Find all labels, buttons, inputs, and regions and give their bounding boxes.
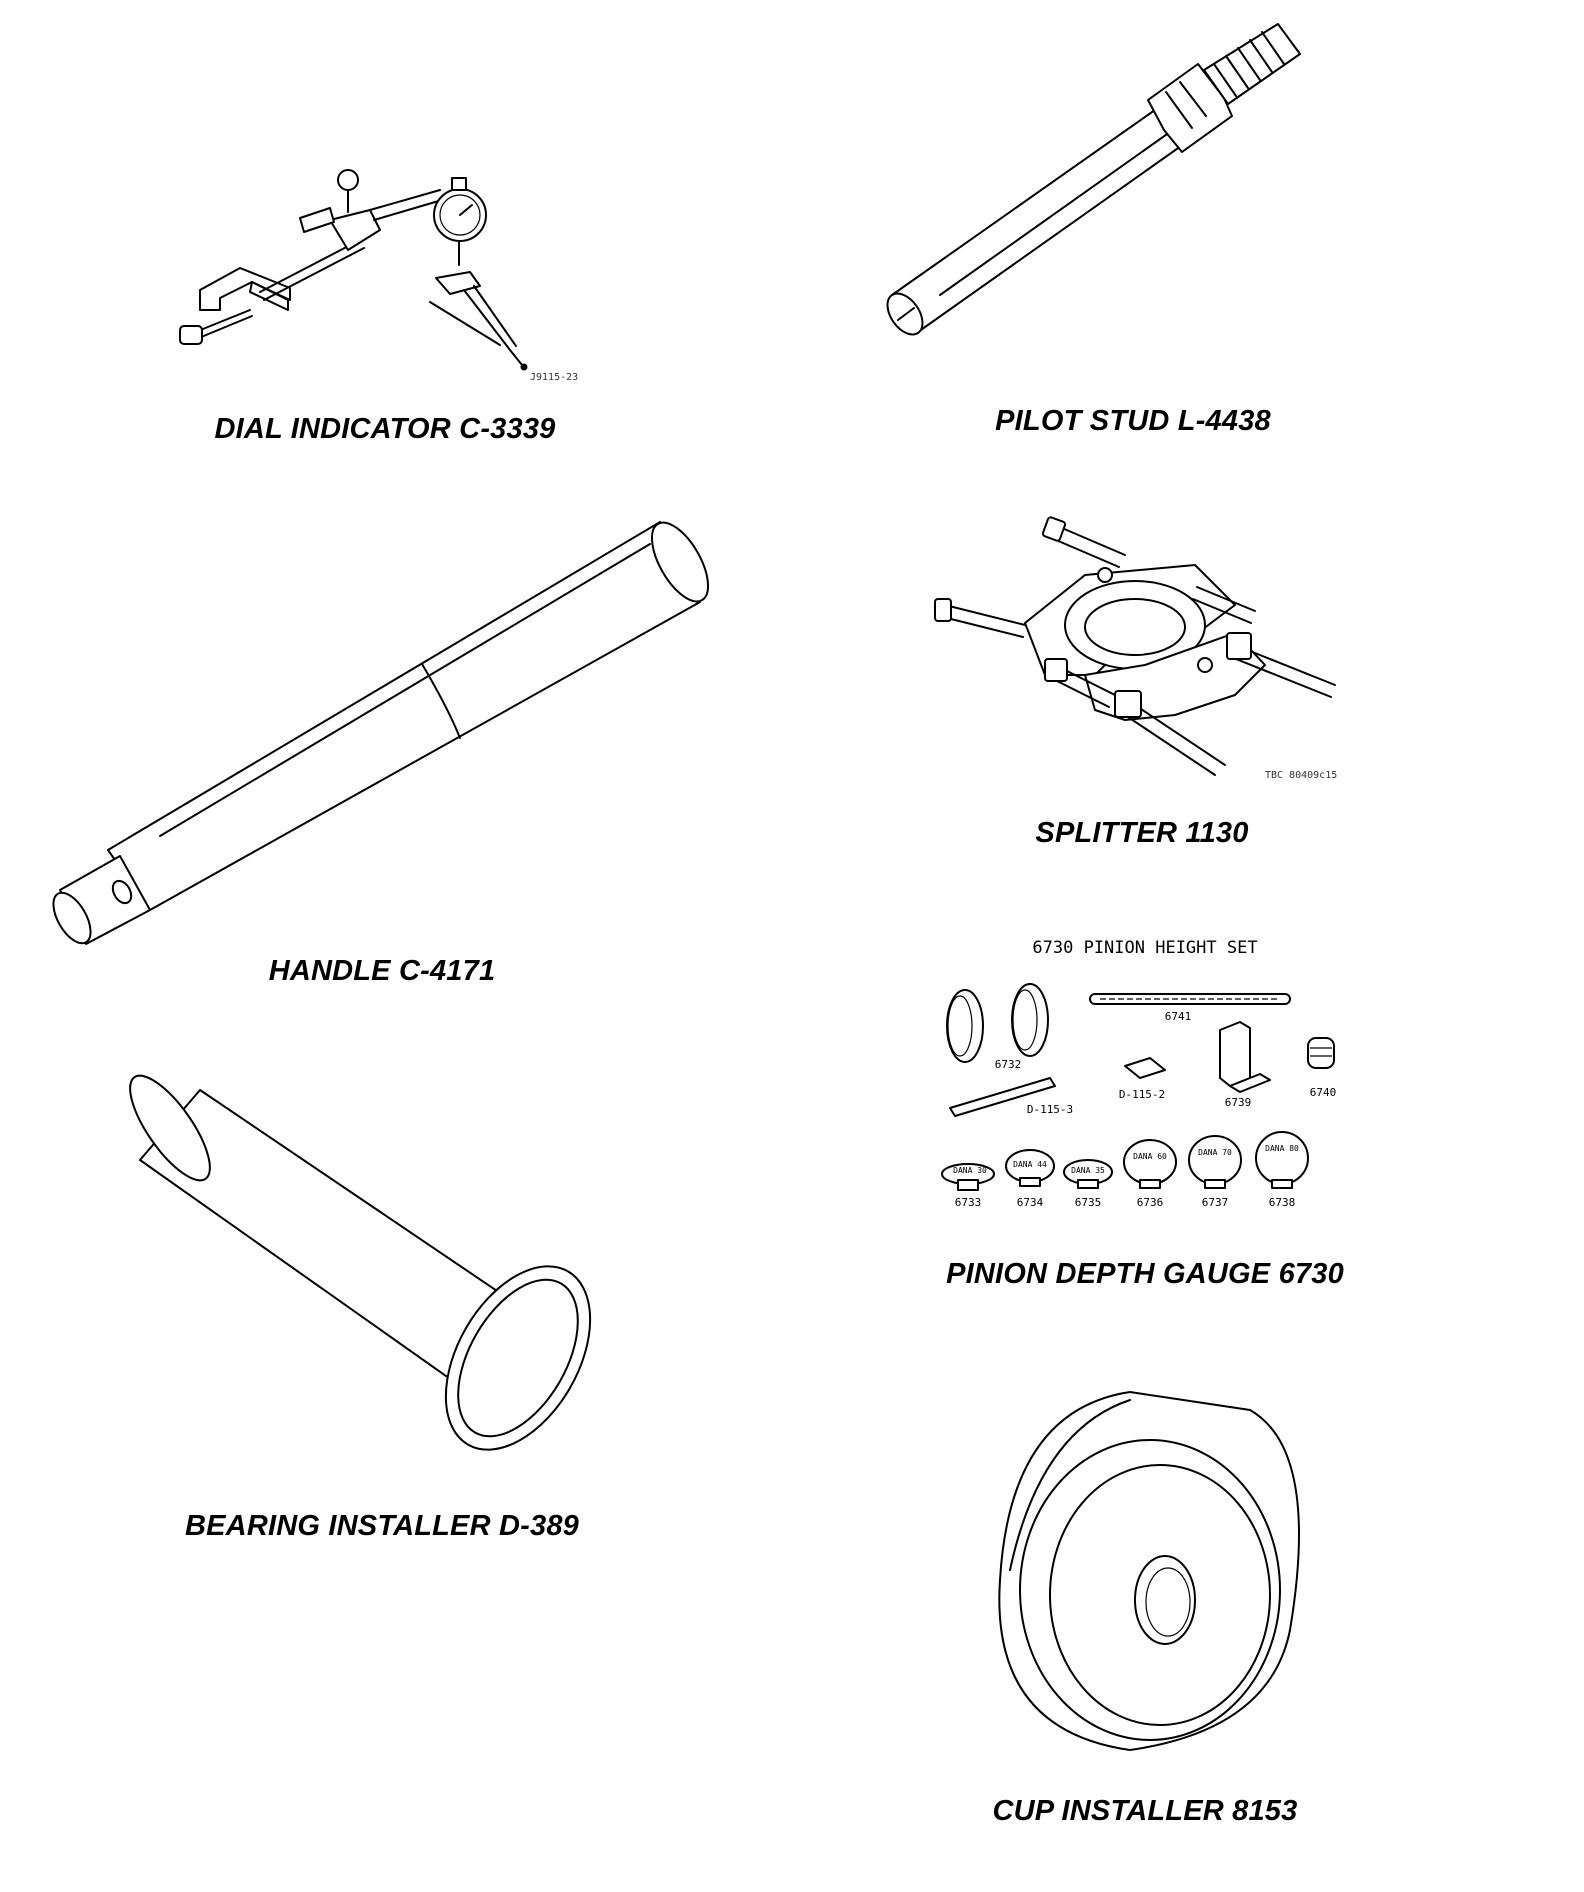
part-label: 6734	[1016, 1196, 1044, 1209]
disc-marking: DANA 60	[1133, 1152, 1167, 1161]
handle-caption: HANDLE C-4171	[268, 955, 496, 987]
part-label: 6740	[1309, 1086, 1337, 1099]
disc-marking: DANA 30	[953, 1166, 987, 1175]
part-label: 6735	[1074, 1196, 1102, 1209]
part-label: D-115-2	[1118, 1088, 1166, 1101]
dial-indicator-figure-code: J9115-23	[530, 372, 579, 383]
part-label: 6738	[1268, 1196, 1296, 1209]
splitter-figure-code: TBC 80409c15	[1265, 770, 1338, 781]
part-label: 6741	[1164, 1010, 1192, 1023]
bearing-installer-illustration	[120, 1074, 640, 1480]
part-label: 6732	[994, 1058, 1022, 1071]
dial-indicator-illustration: J9115-23	[179, 150, 600, 400]
part-label: 6737	[1201, 1196, 1229, 1209]
part-label: 6739	[1224, 1096, 1252, 1109]
pilot-stud-illustration	[880, 20, 1400, 360]
pinion-depth-gauge-caption: PINION DEPTH GAUGE 6730	[946, 1258, 1344, 1290]
disc-marking: DANA 35	[1071, 1166, 1105, 1175]
cup-installer-caption: CUP INSTALLER 8153	[992, 1795, 1298, 1827]
pilot-stud-caption: PILOT STUD L-4438	[995, 405, 1271, 437]
disc-marking: DANA 44	[1013, 1160, 1047, 1169]
pinion-height-set-illustration: 6730 PINION HEIGHT SET	[930, 938, 1370, 1218]
dial-indicator-caption: DIAL INDICATOR C-3339	[214, 413, 556, 445]
splitter-illustration: TBC 80409c15	[934, 515, 1355, 781]
disc-marking: DANA 80	[1265, 1144, 1299, 1153]
bearing-installer-caption: BEARING INSTALLER D-389	[185, 1510, 579, 1542]
cup-installer-illustration	[980, 1390, 1320, 1751]
part-label: 6733	[954, 1196, 982, 1209]
part-label: D-115-3	[1026, 1103, 1074, 1116]
disc-marking: DANA 70	[1198, 1148, 1232, 1157]
splitter-caption: SPLITTER 1130	[1035, 817, 1249, 849]
pinion-set-title: 6730 PINION HEIGHT SET	[1032, 938, 1258, 958]
part-label: 6736	[1136, 1196, 1164, 1209]
handle-illustration	[50, 520, 720, 950]
